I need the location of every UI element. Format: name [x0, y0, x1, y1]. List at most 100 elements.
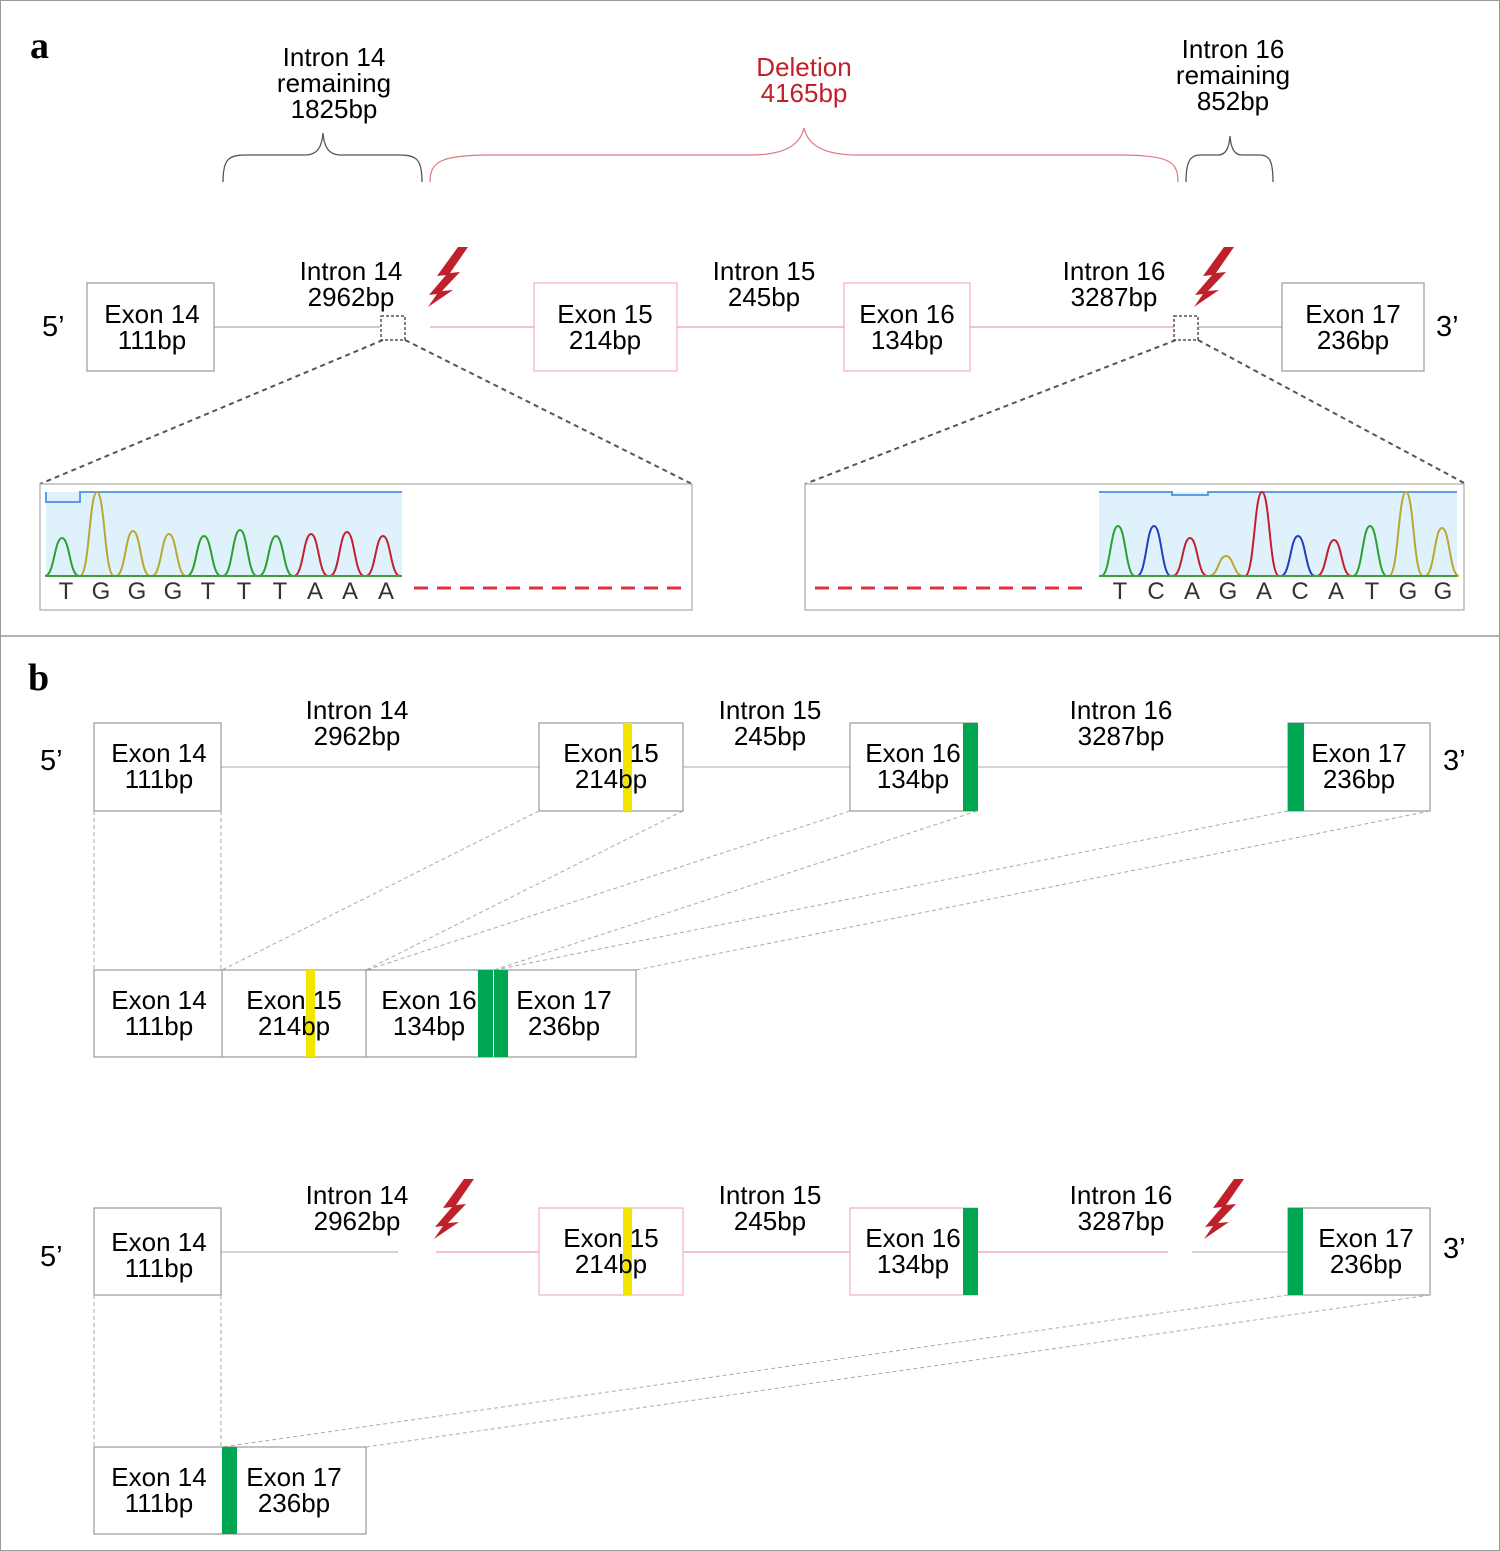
- b1-exon17-box: Exon 17 236bp: [1287, 722, 1431, 812]
- a-exon14-size: 111bp: [118, 325, 186, 355]
- a-exon15-name: Exon 15: [557, 299, 652, 329]
- a-intron15-name: Intron 15: [713, 256, 816, 286]
- bracket-right-line3: 852bp: [1197, 86, 1269, 116]
- b1-exon15-name: Exon 15: [563, 738, 658, 768]
- t1-exon15-size: 214bp: [258, 1011, 330, 1041]
- trace-peak: [44, 536, 80, 577]
- bracket-right-label: Intron 16 remaining 852bp: [1176, 34, 1290, 116]
- b1-intron16-size: 3287bp: [1078, 721, 1165, 751]
- base-letter: T: [237, 578, 252, 605]
- b2-three-prime: 3’: [1443, 1233, 1466, 1265]
- bracket-right: [1185, 135, 1274, 183]
- b1-exon16-box: Exon 16 134bp: [849, 722, 978, 812]
- green-marker: [222, 1447, 237, 1534]
- trace-peak: [1172, 536, 1208, 577]
- b2-exon17-name: Exon 17: [1318, 1223, 1413, 1253]
- panel-a: a Intron 14 remaining 1825bp Deletion 41…: [30, 25, 1467, 611]
- quality-line-left: [45, 491, 402, 503]
- b1-exon15-box: Exon 15 214bp: [538, 722, 684, 812]
- a-exon17-name: Exon 17: [1305, 299, 1400, 329]
- zoom-marker-right: [1173, 315, 1199, 341]
- panel-b-letter: b: [28, 657, 49, 699]
- b1-exon17-size: 236bp: [1323, 764, 1395, 794]
- a-three-prime: 3’: [1436, 311, 1459, 343]
- base-letter: G: [128, 578, 147, 605]
- trace-peaks-left: [44, 490, 401, 577]
- t1-exon15-name: Exon 15: [246, 985, 341, 1015]
- a-intron14-size: 2962bp: [308, 282, 395, 312]
- b2-intron16-size: 3287bp: [1078, 1206, 1165, 1236]
- b2-exon16-name: Exon 16: [865, 1223, 960, 1253]
- a-intron15-size: 245bp: [728, 282, 800, 312]
- zoom-marker-left: [380, 315, 406, 341]
- bracket-deletion: [429, 127, 1179, 183]
- green-marker: [1288, 1208, 1303, 1295]
- trace-peak: [258, 534, 294, 577]
- base-letter: A: [378, 578, 394, 605]
- base-letter: G: [1434, 578, 1453, 605]
- trace-peak: [1100, 524, 1136, 577]
- t1-exon14-name: Exon 14: [111, 985, 206, 1015]
- b1-intron15-name: Intron 15: [719, 695, 822, 725]
- cut-site-lightning-icon: [434, 1179, 474, 1239]
- b2-exon14-box: Exon 14 111bp: [93, 1207, 222, 1296]
- trace-peak: [1316, 538, 1352, 577]
- green-marker: [963, 1208, 978, 1295]
- b1-exon16-name: Exon 16: [865, 738, 960, 768]
- base-letter: T: [59, 578, 74, 605]
- a-intron16-name: Intron 16: [1063, 256, 1166, 286]
- t2-exon14-name: Exon 14: [111, 1462, 206, 1492]
- b1-three-prime: 3’: [1443, 745, 1466, 777]
- bracket-left-line1: Intron 14: [283, 42, 386, 72]
- bracket-left-label: Intron 14 remaining 1825bp: [277, 42, 391, 124]
- bracket-left-line2: remaining: [277, 68, 391, 98]
- a-intron16-size: 3287bp: [1071, 282, 1158, 312]
- trace-peak: [1208, 554, 1244, 577]
- b-transcript-deleted: Exon 14 111bp Exon 17 236bp: [93, 1446, 367, 1535]
- bracket-left-line3: 1825bp: [291, 94, 378, 124]
- b2-exon15-name: Exon 15: [563, 1223, 658, 1253]
- bracket-right-line2: remaining: [1176, 60, 1290, 90]
- base-letter: G: [164, 578, 183, 605]
- green-marker: [1288, 723, 1304, 811]
- deletion-label: Deletion 4165bp: [756, 52, 851, 108]
- t1-exon17-name: Exon 17: [516, 985, 611, 1015]
- b-mapping-lines-deleted: [93, 1294, 1431, 1448]
- b2-intron15-size: 245bp: [734, 1206, 806, 1236]
- sequence-left: T G G G T T T A A A: [59, 578, 394, 605]
- t2-exon17-size: 236bp: [258, 1488, 330, 1518]
- b2-intron14-size: 2962bp: [314, 1206, 401, 1236]
- b2-five-prime: 5’: [40, 1241, 63, 1273]
- b1-intron15-size: 245bp: [734, 721, 806, 751]
- trace-peak: [1352, 524, 1388, 577]
- t1-exon16-name: Exon 16: [381, 985, 476, 1015]
- base-letter: A: [1256, 578, 1272, 605]
- b2-exon16-size: 134bp: [877, 1249, 949, 1279]
- a-exon14-box: Exon 14 111bp: [86, 282, 215, 372]
- b1-intron16-name: Intron 16: [1070, 695, 1173, 725]
- a-exon15-box: Exon 15 214bp: [533, 282, 678, 372]
- trace-peak: [1424, 526, 1460, 577]
- b1-exon14-box: Exon 14 111bp: [93, 722, 222, 812]
- base-letter: A: [1184, 578, 1200, 605]
- base-letter: G: [1399, 578, 1418, 605]
- deletion-line2: 4165bp: [761, 78, 848, 108]
- panel-b: b 5’ 3’ Intron 14 2962bp Intron 15 245bp…: [28, 657, 1466, 1535]
- cut-site-lightning-icon: [1204, 1179, 1244, 1239]
- deletion-line1: Deletion: [756, 52, 851, 82]
- base-letter: A: [1328, 578, 1344, 605]
- b2-exon14-name: Exon 14: [111, 1227, 206, 1257]
- a-exon16-size: 134bp: [871, 325, 943, 355]
- base-letter: T: [1365, 578, 1380, 605]
- b-gene-deleted: 5’ 3’ Intron 14 2962bp Intron 15 245bp I…: [40, 1179, 1466, 1296]
- a-exon14-name: Exon 14: [104, 299, 199, 329]
- base-letter: T: [273, 578, 288, 605]
- b1-exon15-size: 214bp: [575, 764, 647, 794]
- quality-line-right: [1099, 491, 1457, 496]
- trace-peak: [1136, 524, 1172, 577]
- b-mapping-lines-normal: [93, 810, 1431, 971]
- a-five-prime: 5’: [42, 311, 65, 343]
- yellow-marker: [623, 1208, 632, 1295]
